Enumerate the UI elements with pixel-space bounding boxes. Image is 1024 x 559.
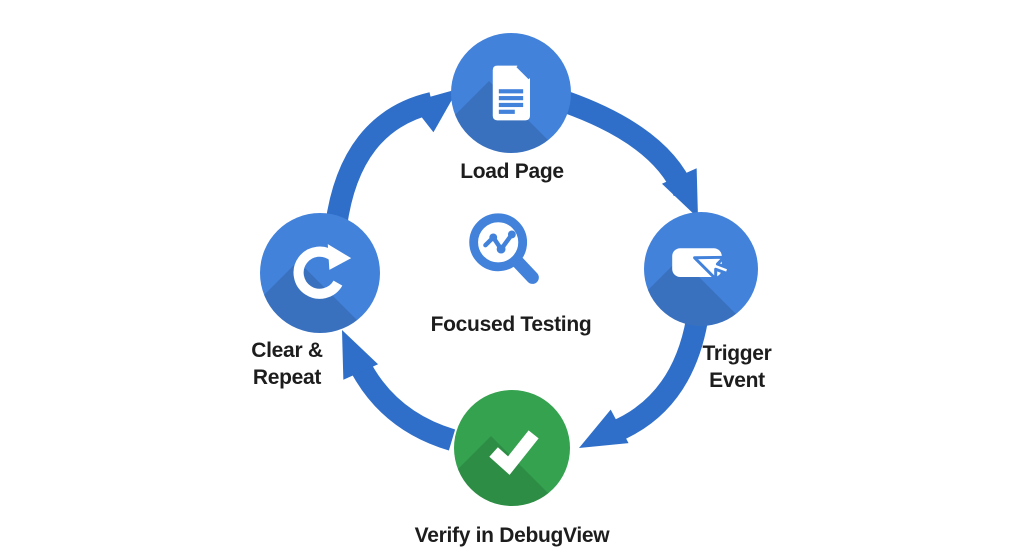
- label-verify-debugview: Verify in DebugView: [415, 522, 610, 549]
- label-text: Focused Testing: [430, 313, 592, 336]
- label-text-line1: Trigger: [702, 342, 772, 365]
- check-icon: [489, 430, 539, 475]
- label-trigger-event: Trigger Event: [702, 340, 771, 394]
- magnifier-chart-icon: [469, 213, 539, 284]
- arrow-trigger-to-verify: [579, 317, 708, 448]
- refresh-icon: [293, 244, 352, 299]
- node-trigger-event: [644, 212, 758, 326]
- label-focused-testing: Focused Testing: [431, 311, 592, 338]
- arrow-load-to-trigger: [562, 91, 698, 218]
- document-icon: [492, 65, 530, 121]
- node-verify-debugview: [454, 390, 570, 506]
- label-text-line2: Repeat: [252, 366, 322, 389]
- label-load-page: Load Page: [460, 158, 564, 185]
- label-text: Verify in DebugView: [414, 524, 610, 547]
- label-text-line2: Event: [709, 369, 765, 392]
- node-clear-repeat: [260, 213, 380, 333]
- label-clear-repeat: Clear & Repeat: [251, 337, 323, 391]
- click-icon: [672, 248, 731, 281]
- arrow-verify-to-clear: [342, 330, 456, 451]
- node-load-page: [451, 33, 571, 153]
- label-text-line1: Clear &: [251, 339, 323, 362]
- arrow-clear-to-load: [325, 89, 458, 228]
- label-text: Load Page: [460, 160, 564, 183]
